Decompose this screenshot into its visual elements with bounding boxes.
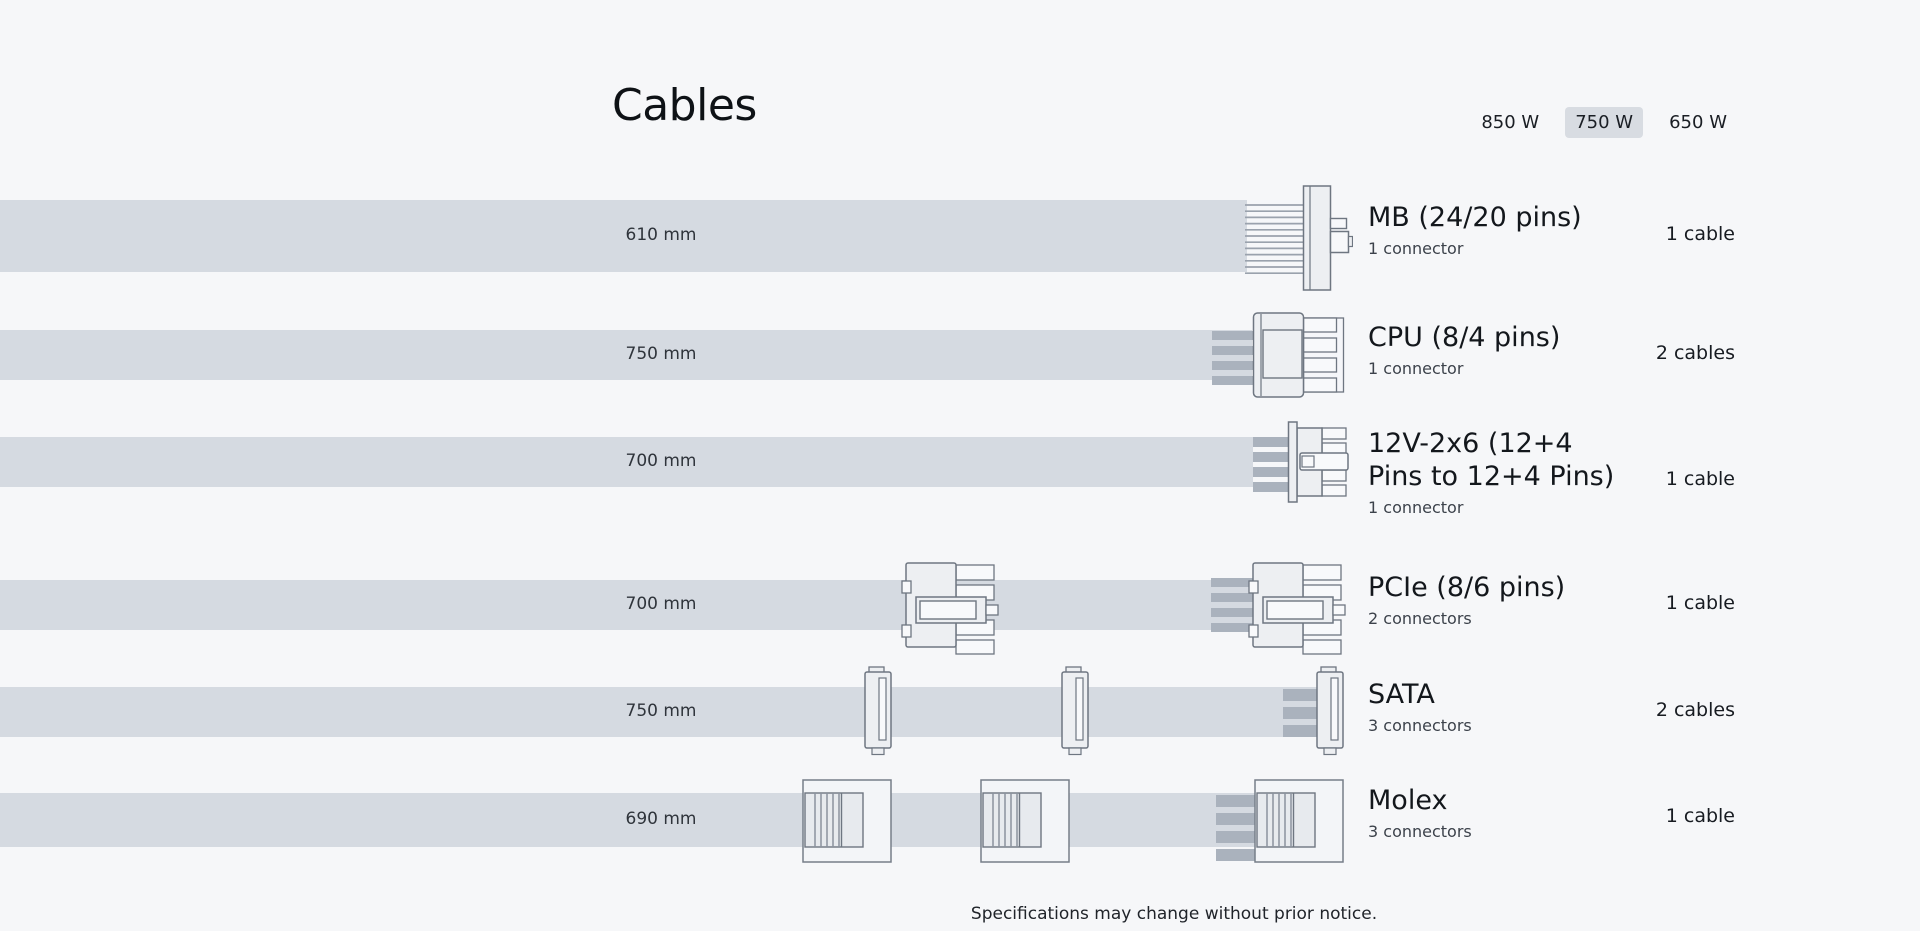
wire-stub [1283,689,1318,701]
wattage-option-650[interactable]: 650 W [1669,112,1727,133]
cable-bar [0,687,1317,737]
cable-label-block: PCIe (8/6 pins) 2 connectors [1368,572,1630,628]
wire-stub [1283,725,1318,737]
wattage-option-750[interactable]: 750 W [1565,107,1644,138]
wire-stub [1212,361,1254,370]
cable-count: 1 cable [1665,468,1735,490]
cable-bar [0,437,1253,487]
12v-2x6-connector-icon [1287,421,1349,503]
cable-name: MB (24/20 pins) [1368,202,1582,233]
sata-connector-icon [864,666,892,756]
sata-connector-icon [1316,666,1344,756]
cable-label-block: CPU (8/4 pins) 1 connector [1368,322,1630,378]
cable-label-block: SATA 3 connectors [1368,679,1630,735]
molex-connector-icon [980,779,1070,863]
cable-length-label: 750 mm [625,344,697,364]
mb-24pin-connector-icon [1245,185,1353,291]
wire-stub [1211,608,1254,617]
page-title: Cables [612,80,757,131]
wire-stub [1216,831,1258,843]
cable-length-label: 610 mm [625,225,697,245]
wire-stub [1253,437,1289,447]
cable-label-block: MB (24/20 pins) 1 connector [1368,202,1630,258]
connector-count: 1 connector [1368,238,1464,258]
cable-length-label: 700 mm [625,451,697,471]
wire-stub [1253,452,1289,462]
pcie-8pin-connector-icon [1248,562,1346,655]
cpu-8pin-connector-icon [1252,312,1345,398]
wire-stub [1212,346,1254,355]
wire-stub [1212,376,1254,385]
cable-label-block: Molex 3 connectors [1368,785,1630,841]
cable-count: 2 cables [1655,342,1735,364]
wire-stub [1211,578,1254,587]
connector-count: 1 connector [1368,497,1464,517]
wire-stub [1216,849,1258,861]
wire-stub [1283,707,1318,719]
wire-stub [1212,331,1254,340]
cable-label-block: 12V-2x6 (12+4 Pins to 12+4 Pins) 1 conne… [1368,428,1630,517]
cable-length-label: 750 mm [625,701,697,721]
wattage-selector: 850 W 750 W 650 W [1471,107,1737,138]
cable-count: 1 cable [1665,592,1735,614]
wire-stub [1216,813,1258,825]
wire-stub [1211,623,1254,632]
wattage-option-850[interactable]: 850 W [1481,112,1540,133]
connector-count: 2 connectors [1368,608,1472,628]
wire-stub [1253,482,1289,492]
cable-bar [0,580,1253,630]
cable-name: SATA [1368,679,1435,710]
cable-name: PCIe (8/6 pins) [1368,572,1566,603]
cable-name: CPU (8/4 pins) [1368,322,1561,353]
cable-count: 2 cables [1655,699,1735,721]
wire-stub [1211,593,1254,602]
connector-count: 3 connectors [1368,821,1472,841]
molex-connector-icon [802,779,892,863]
wire-stub [1216,795,1258,807]
cable-name: Molex [1368,785,1448,816]
wire-stub [1253,467,1289,477]
molex-connector-icon [1254,779,1344,863]
cable-count: 1 cable [1665,805,1735,827]
cable-bar [0,330,1252,380]
footer-note: Specifications may change without prior … [970,904,1378,924]
connector-count: 3 connectors [1368,715,1472,735]
cable-count: 1 cable [1665,223,1735,245]
connector-count: 1 connector [1368,358,1464,378]
cable-name: 12V-2x6 (12+4 Pins to 12+4 Pins) [1368,428,1615,492]
cable-length-label: 700 mm [625,594,697,614]
cable-length-label: 690 mm [625,809,697,829]
cable-bar [0,200,1247,272]
sata-connector-icon [1061,666,1089,756]
pcie-8pin-connector-icon [901,562,999,655]
